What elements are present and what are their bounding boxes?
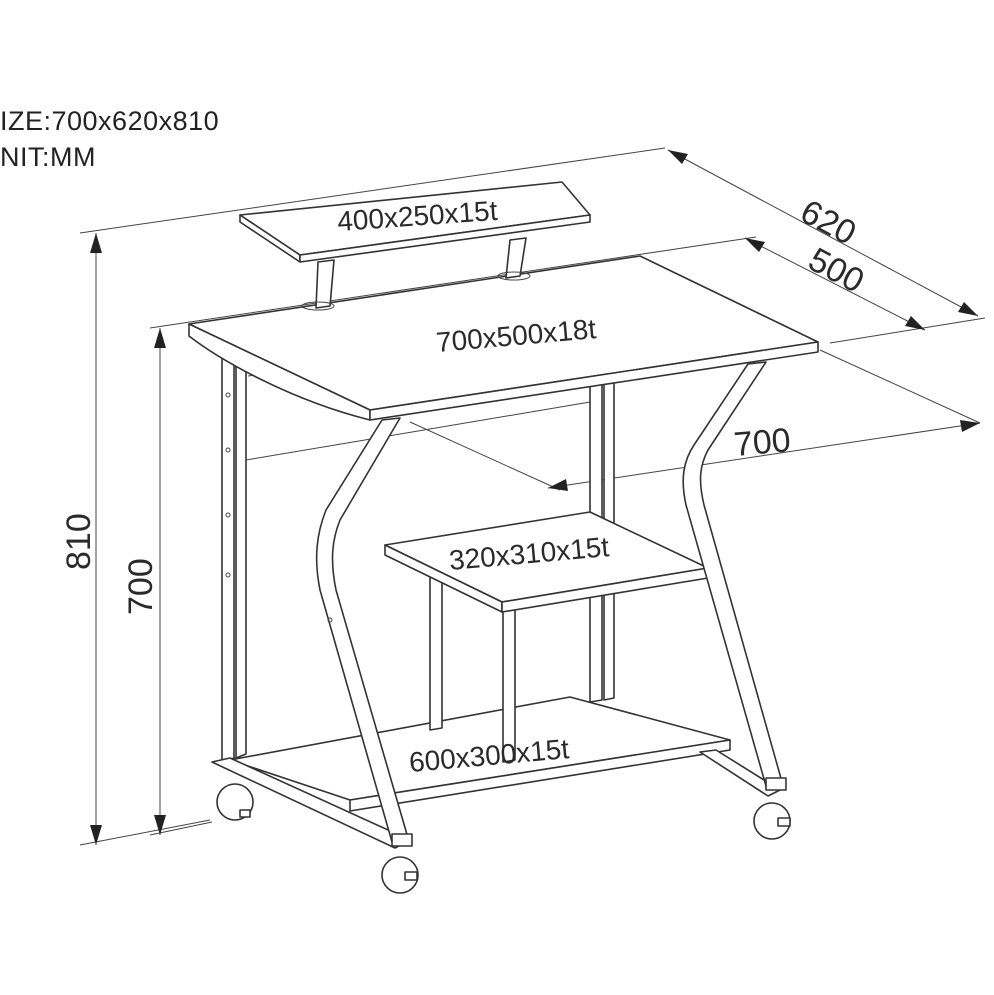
right-side-frame <box>682 361 787 791</box>
dimension-500-label: 500 <box>802 241 870 301</box>
extension-lines <box>79 147 986 846</box>
monitor-shelf-supports <box>301 237 531 311</box>
keyboard-shelf-legs <box>429 572 516 763</box>
keyboard-shelf <box>384 511 709 613</box>
dimension-line-810 <box>90 233 102 845</box>
dimension-line-500 <box>744 237 926 331</box>
monitor-shelf <box>239 181 591 263</box>
dimension-810-label: 810 <box>60 513 98 570</box>
dimension-line-620 <box>667 149 979 317</box>
dimension-700-height-label: 700 <box>122 558 160 615</box>
left-side-frame <box>315 417 413 847</box>
dimension-line-700-width <box>547 420 981 491</box>
size-spec: IZE:700x620x810 <box>0 106 220 136</box>
caster-front <box>381 856 419 894</box>
dimension-700-width-label: 700 <box>732 421 792 464</box>
dimension-line-700-height <box>154 328 166 835</box>
caster-right <box>753 802 791 840</box>
bottom-shelf <box>211 696 781 849</box>
unit-spec: NIT:MM <box>0 142 96 172</box>
dimension-620-label: 620 <box>794 193 862 253</box>
caster-left <box>216 783 254 821</box>
desktop-panel <box>188 255 819 421</box>
